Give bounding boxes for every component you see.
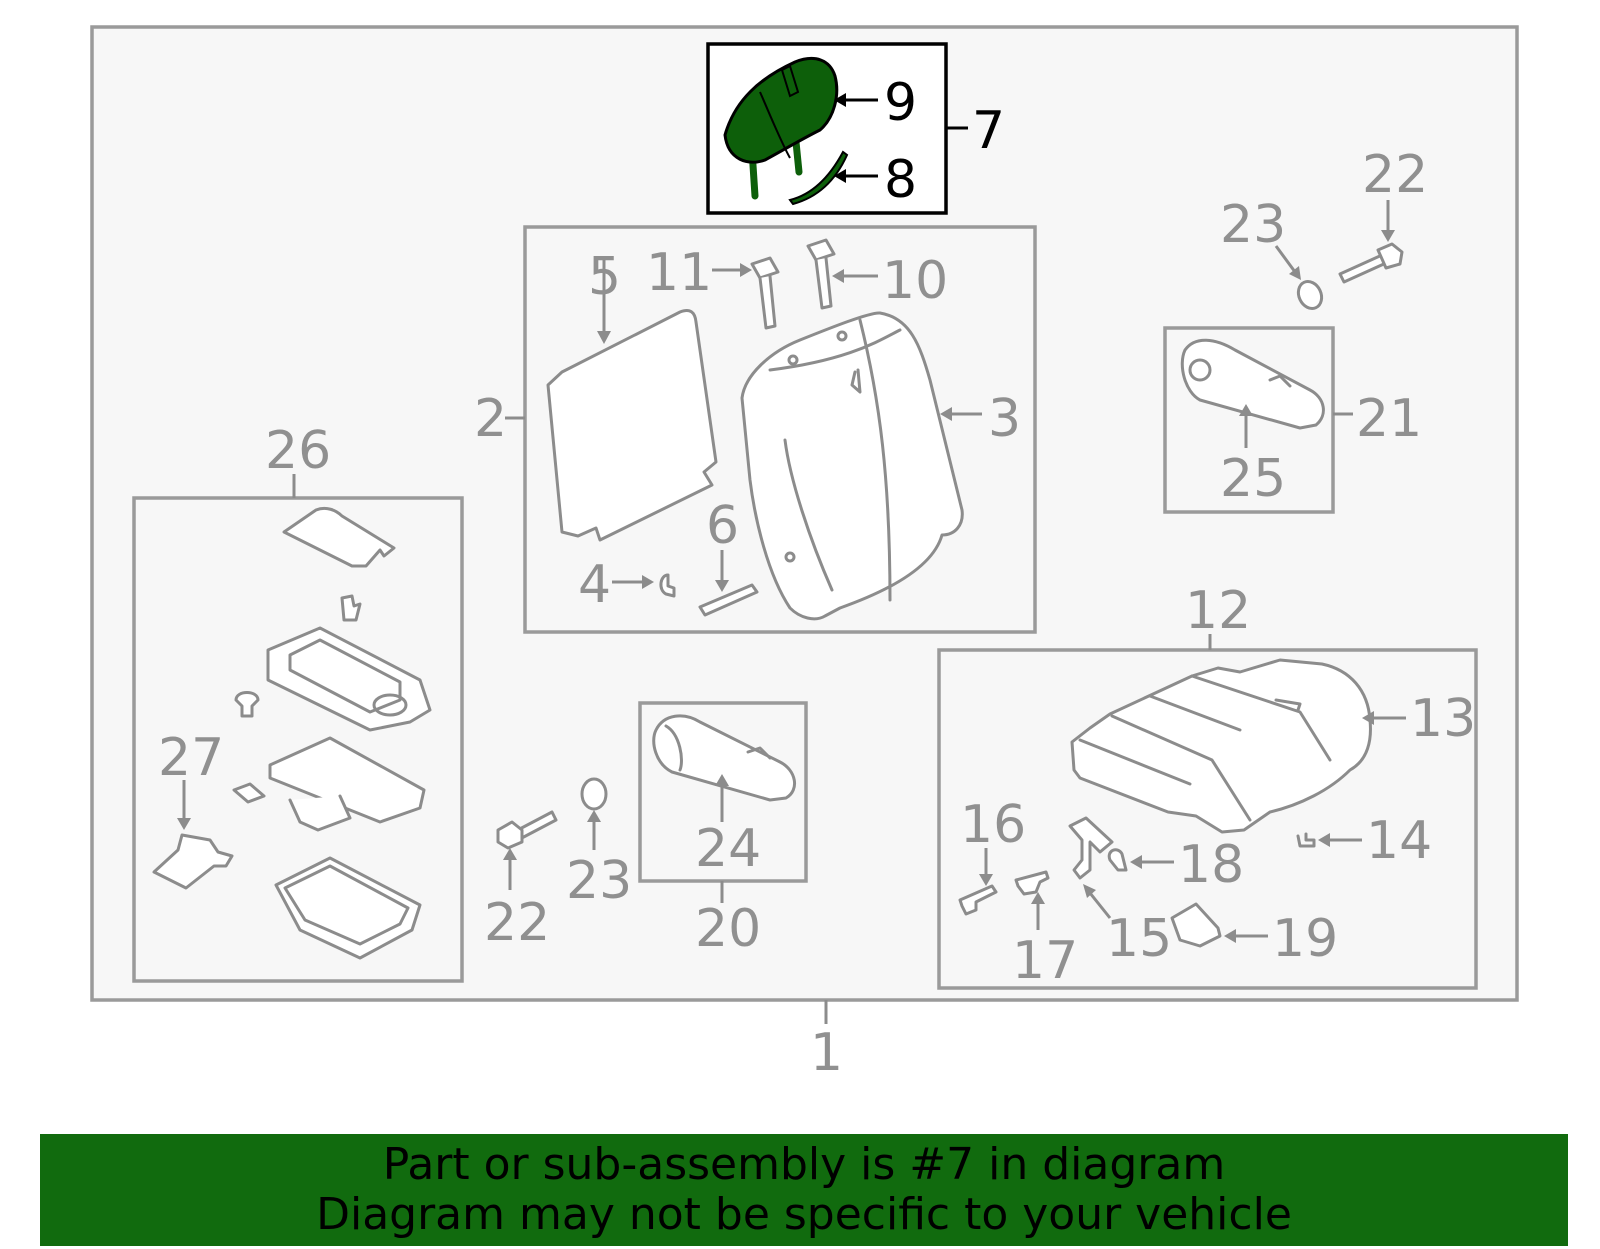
callout-23-bottom: 23 [566,851,632,911]
plug-6-part [698,583,759,617]
armrest-20-part [652,714,796,802]
console-bin-part [274,856,422,960]
console-lid-part [282,506,396,568]
callout-18: 18 [1178,835,1244,895]
knob-part [234,691,260,718]
clip-19-part [1170,902,1222,948]
banner-line-2: Diagram may not be specific to your vehi… [316,1189,1292,1240]
guide-pin-11-part [750,256,780,330]
seat-cushion-part [1070,658,1372,834]
clip-14-part [1296,832,1316,848]
clip-18-part [1107,848,1128,872]
clip-4-part [659,573,676,598]
clip-17-part [1014,870,1050,896]
callout-19: 19 [1272,909,1338,969]
callout-5: 5 [588,247,621,307]
bracket-27-part [152,833,234,890]
callout-1: 1 [810,1023,843,1083]
callout-22-bottom: 22 [484,893,550,953]
armrest-21-group-box [1163,326,1335,514]
callout-13: 13 [1410,689,1476,749]
bolt-22-bottom-part [496,810,558,850]
callout-4: 4 [578,555,611,615]
callout-6: 6 [706,496,739,556]
latch-part [340,594,362,622]
callout-16: 16 [960,795,1026,855]
callout-9: 9 [884,73,917,133]
washer-23-top-part [1296,279,1324,311]
seat-back-cushion-part [740,311,964,621]
seat-cushion-group-box [937,648,1478,990]
callout-12: 12 [1185,581,1251,641]
callout-2: 2 [474,389,507,449]
washer-23-bottom-part [580,777,608,811]
headrest-part[interactable] [723,57,839,200]
callout-23-top: 23 [1220,195,1286,255]
callout-21: 21 [1356,389,1422,449]
callout-24: 24 [695,819,761,879]
callout-17: 17 [1012,931,1078,991]
callout-25: 25 [1220,449,1286,509]
console-tray-part [266,626,432,732]
callout-10: 10 [882,251,948,311]
headrest-guide-part[interactable] [788,150,849,206]
callout-8: 8 [884,150,917,210]
callout-3: 3 [988,389,1021,449]
banner-line-1: Part or sub-assembly is #7 in diagram [382,1139,1226,1190]
guide-pin-10-part [806,238,836,310]
pad-part [232,782,266,804]
callout-7: 7 [972,101,1005,161]
pin-16-part [958,884,998,916]
seat-back-group-box [523,225,1037,634]
callout-20: 20 [695,899,761,959]
callout-26: 26 [265,421,331,481]
info-banner: Part or sub-assembly is #7 in diagram Di… [40,1134,1568,1246]
callout-22-top: 22 [1362,145,1428,205]
back-panel-part [546,308,718,542]
callout-14: 14 [1366,811,1432,871]
banner-background [40,1134,1568,1246]
bracket-15-part [1068,816,1114,880]
callout-11: 11 [646,243,712,303]
console-inner-tray-part [268,736,426,832]
callout-27: 27 [158,728,224,788]
bolt-22-top-part [1338,242,1404,284]
callout-15: 15 [1106,909,1172,969]
armrest-21-part [1180,338,1325,430]
console-26-group-box [132,496,464,983]
